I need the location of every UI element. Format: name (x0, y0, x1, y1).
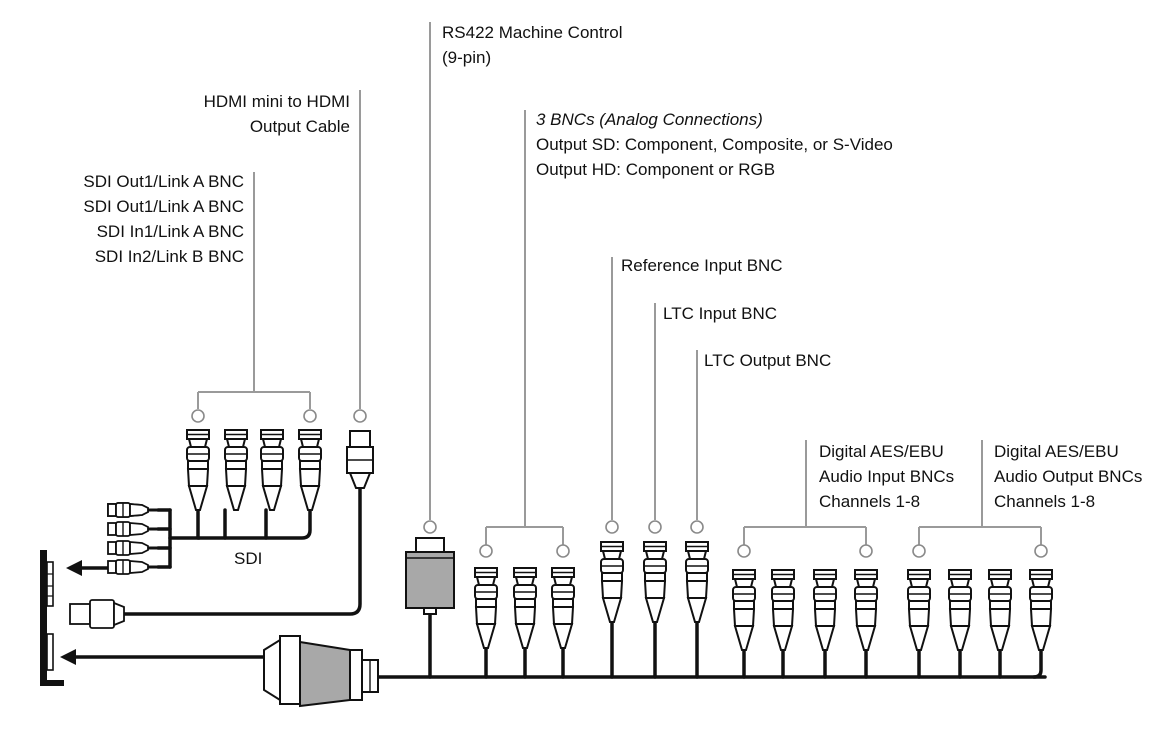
label-ltc-input: LTC Input BNC (663, 304, 778, 323)
label-analog-line2: Output HD: Component or RGB (536, 160, 776, 179)
label-aes-out-line2: Audio Output BNCs (994, 467, 1143, 486)
label-aes-input: Digital AES/EBU Audio Input BNCs Channel… (819, 439, 954, 514)
ref-ltc-bnc-connectors (600, 541, 709, 623)
rs422-connector (405, 537, 455, 615)
hdmi-connector (346, 430, 374, 489)
cables (120, 484, 1047, 679)
label-hdmi-line1: HDMI mini to HDMI (203, 92, 350, 111)
label-aes-in-line2: Audio Input BNCs (819, 467, 955, 486)
label-aes-in-line1: Digital AES/EBU (819, 442, 944, 461)
db-connector (263, 635, 379, 708)
label-sdi-line2: SDI Out1/Link A BNC (83, 197, 244, 216)
label-hdmi: HDMI mini to HDMI Output Cable (150, 89, 350, 139)
leader-circles (191, 409, 1048, 558)
label-sdi-line4: SDI In2/Link B BNC (94, 247, 244, 266)
label-analog: 3 BNCs (Analog Connections) Output SD: C… (536, 107, 893, 182)
label-rs422: RS422 Machine Control (9-pin) (442, 20, 622, 70)
card-bracket (40, 550, 64, 686)
label-analog-title: 3 BNCs (Analog Connections) (536, 110, 763, 129)
label-reference: Reference Input BNC (621, 256, 783, 275)
label-analog-line1: Output SD: Component, Composite, or S-Vi… (536, 135, 893, 154)
aes-output-bnc-connectors (907, 569, 1053, 651)
leader-lines (197, 22, 1042, 545)
label-ltc-output: LTC Output BNC (704, 351, 832, 370)
arrows (60, 560, 264, 665)
label-aes-in-line3: Channels 1-8 (819, 492, 921, 511)
label-sdi-cable: SDI (234, 549, 263, 568)
label-rs422-line1: RS422 Machine Control (442, 23, 623, 42)
analog-bnc-connectors (474, 567, 575, 649)
hdmi-plug-left (69, 599, 125, 629)
label-aes-out-line3: Channels 1-8 (994, 492, 1096, 511)
label-aes-out-line1: Digital AES/EBU (994, 442, 1119, 461)
aes-input-bnc-connectors (732, 569, 878, 651)
label-aes-output: Digital AES/EBU Audio Output BNCs Channe… (994, 439, 1142, 514)
label-sdi-line3: SDI In1/Link A BNC (96, 222, 244, 241)
label-sdi-group: SDI Out1/Link A BNC SDI Out1/Link A BNC … (40, 169, 244, 269)
label-sdi-line1: SDI Out1/Link A BNC (83, 172, 244, 191)
sdi-bnc-connectors (186, 429, 322, 511)
label-hdmi-line2: Output Cable (249, 117, 350, 136)
label-rs422-line2: (9-pin) (442, 48, 492, 67)
